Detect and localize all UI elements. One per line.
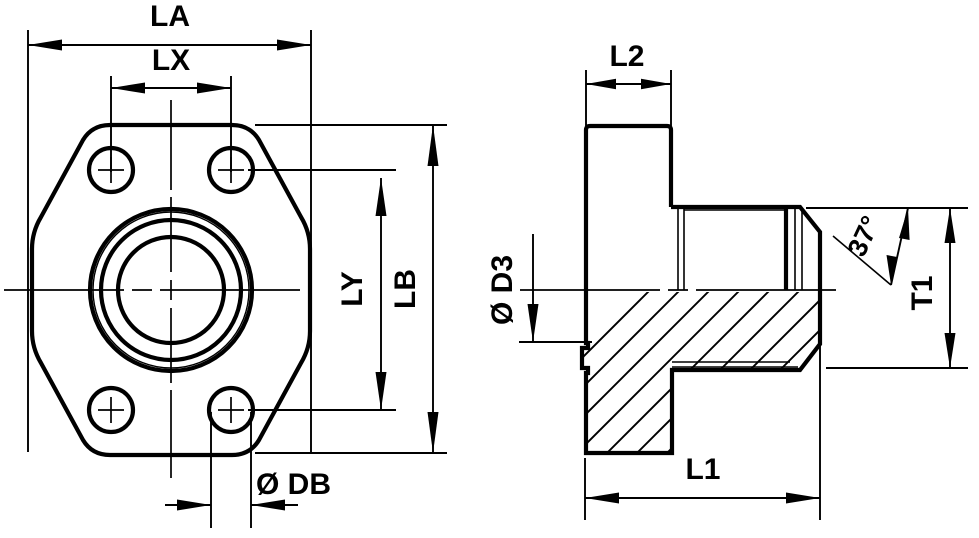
dimension-ly: LY [248, 169, 396, 411]
angle-label: 37° [842, 211, 886, 261]
flange-outer-profile [29, 122, 313, 458]
angle-arrow-upper-icon [899, 208, 910, 240]
t1-label: T1 [906, 275, 939, 310]
la-label: LA [150, 0, 190, 33]
hatch-line [709, 292, 818, 451]
l2-label: L2 [609, 40, 644, 73]
front-view-centerlines [4, 100, 300, 478]
bolt-hole-bottom-left [86, 385, 136, 435]
angle-arrow-lower-icon [886, 255, 897, 285]
l1-label: L1 [685, 453, 720, 486]
hatch-line [679, 292, 818, 451]
d3-label: Ø D3 [486, 255, 519, 325]
hatch-line [584, 292, 731, 391]
lx-arrow-left-icon [111, 82, 145, 94]
hatch-line [584, 292, 701, 361]
section-view: L2 [486, 40, 968, 520]
la-arrow-right-icon [277, 39, 311, 51]
thread-lines-upper [677, 209, 803, 290]
flange-collar-upper [583, 123, 674, 290]
bolt-hole-bottom-right [206, 385, 256, 435]
ly-arrow-bottom-icon [375, 372, 387, 410]
la-arrow-left-icon [28, 39, 62, 51]
dimension-lx: LX [110, 44, 232, 172]
l2-arrow-left-icon [586, 78, 616, 90]
section-body-profile [579, 290, 823, 456]
bolt-hole-circle [86, 385, 136, 435]
db-arrow-left-icon [177, 499, 211, 511]
dimension-la: LA [27, 0, 312, 452]
db-label: Ø DB [256, 468, 331, 501]
dimension-l1: L1 [584, 346, 821, 520]
hatch-line [589, 292, 818, 451]
hatch-line [649, 292, 818, 451]
l2-arrow-right-icon [641, 78, 671, 90]
bolt-hole-circle [86, 145, 136, 195]
db-arrow-right-icon [251, 499, 285, 511]
t1-arrow-top-icon [944, 208, 956, 243]
front-view: LA LX [4, 0, 447, 528]
lb-arrow-bottom-icon [427, 412, 439, 453]
dimension-d3: Ø D3 [486, 234, 592, 343]
lb-label: LB [389, 269, 422, 309]
hatch-line [619, 292, 818, 451]
angle-leader-line [832, 235, 892, 286]
lx-arrow-right-icon [197, 82, 231, 94]
lb-arrow-top-icon [427, 125, 439, 166]
dimension-db: Ø DB [165, 412, 331, 528]
d3-arrow-icon [527, 304, 539, 342]
nose-top-profile [671, 204, 823, 290]
bolt-hole-top-left [86, 145, 136, 195]
ly-label: LY [336, 271, 369, 307]
dimension-l2: L2 [585, 40, 672, 126]
dimension-t1: T1 [806, 207, 968, 369]
hatch-line [584, 292, 761, 421]
l1-arrow-right-icon [786, 492, 820, 504]
thread-lines-lower [672, 361, 798, 368]
dimension-lb: LB [255, 124, 447, 454]
hatch-line [584, 292, 791, 451]
annotation-37-degree: 37° [832, 207, 910, 286]
lx-label: LX [152, 44, 190, 77]
ly-arrow-top-icon [375, 178, 387, 216]
t1-arrow-bottom-icon [944, 333, 956, 368]
l1-arrow-left-icon [585, 492, 619, 504]
